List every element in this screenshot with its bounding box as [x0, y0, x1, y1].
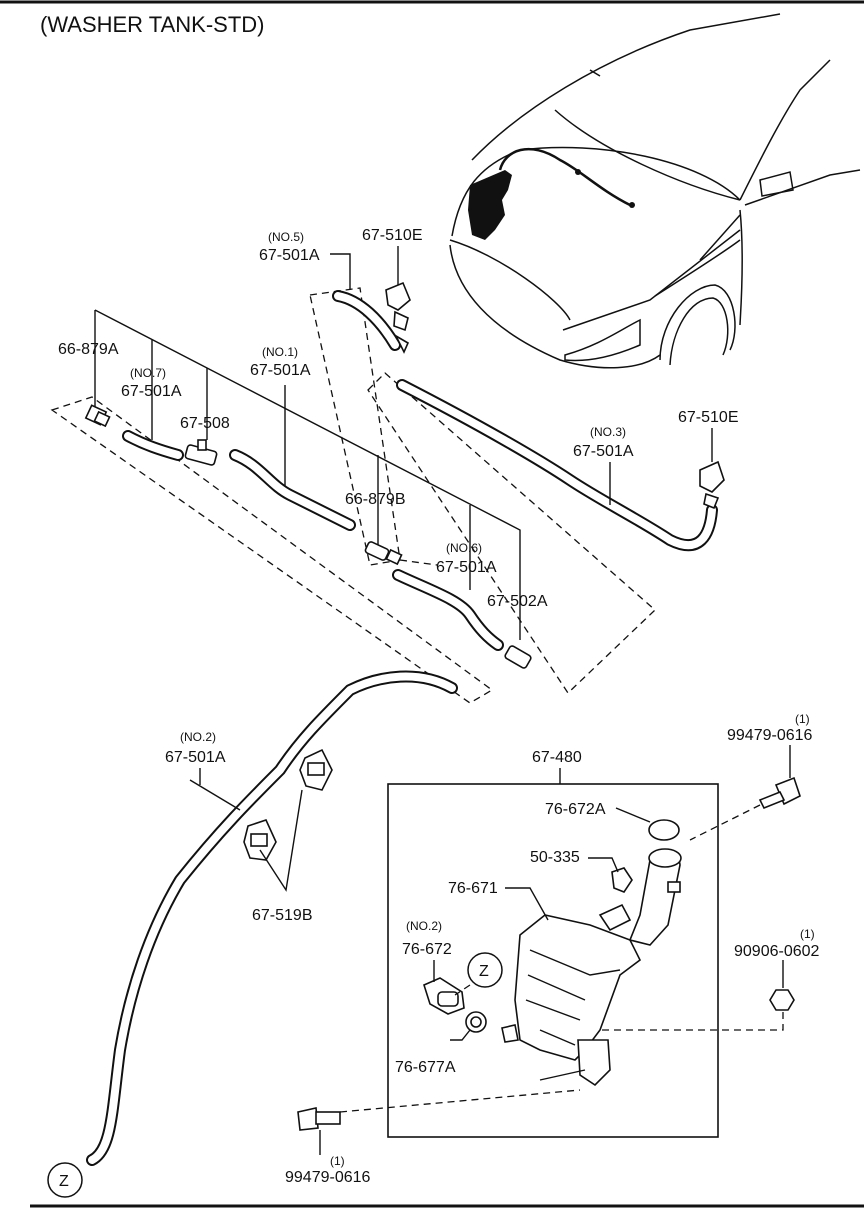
label-no5: (NO.5)	[268, 230, 304, 244]
nut	[769, 989, 795, 1011]
label-76-671: 76-671	[448, 880, 498, 897]
car-illustration	[449, 13, 861, 369]
label-67-501A-no1: 67-501A	[250, 362, 311, 379]
tank-assembly-frame	[387, 783, 719, 1138]
label-99479-0616-bottom: 99479-0616	[285, 1169, 371, 1186]
label-67-501A-no3: 67-501A	[573, 443, 634, 460]
label-67-502A: 67-502A	[487, 593, 548, 610]
label-76-672A: 76-672A	[545, 801, 606, 818]
label-67-508: 67-508	[180, 415, 230, 432]
label-66-879B: 66-879B	[345, 491, 406, 508]
label-no1: (NO.1)	[262, 345, 298, 359]
label-67-501A-no5: 67-501A	[259, 247, 320, 264]
label-no3: (NO.3)	[590, 425, 626, 439]
bolt-bottom	[297, 1107, 341, 1131]
label-67-501A-no7: 67-501A	[121, 383, 182, 400]
diagram-title: (WASHER TANK-STD)	[40, 12, 264, 37]
label-66-879A: 66-879A	[58, 341, 119, 358]
tank-location-highlight	[468, 170, 512, 240]
connector-66-879B	[364, 541, 403, 566]
label-67-480: 67-480	[532, 749, 582, 766]
bolt-top	[758, 776, 801, 810]
washer-tank	[501, 848, 682, 1087]
washer-nozzle-right	[699, 460, 725, 510]
label-qty-top: (1)	[795, 712, 810, 726]
label-90906-0602: 90906-0602	[734, 943, 820, 960]
connector-67-502A	[504, 645, 532, 669]
label-no6: (NO.6)	[446, 541, 482, 555]
label-67-501A-no2: 67-501A	[165, 749, 226, 766]
reference-z-label-pump: Z	[479, 963, 489, 980]
joint-67-508	[184, 439, 218, 466]
clip-50-335	[611, 867, 633, 893]
label-76-672: 76-672	[402, 941, 452, 958]
connector-66-879A	[84, 404, 111, 428]
washer-nozzle-top	[385, 281, 411, 354]
reference-z-label-hose: Z	[59, 1173, 69, 1190]
label-50-335: 50-335	[530, 849, 580, 866]
washer-tank-cap	[648, 819, 680, 841]
hose-clip-upper	[299, 748, 333, 791]
label-67-501A-no6: 67-501A	[436, 559, 497, 576]
label-no7: (NO.7)	[130, 366, 166, 380]
label-67-519B: 67-519B	[252, 907, 313, 924]
label-qty-bottom: (1)	[330, 1154, 345, 1168]
reference-z-marker-pump	[467, 952, 503, 988]
label-99479-0616-top: 99479-0616	[727, 727, 813, 744]
hose-clip-lower	[243, 819, 277, 861]
label-67-510E-right: 67-510E	[678, 409, 739, 426]
reference-z-marker-hose	[47, 1162, 83, 1198]
label-76-677A: 76-677A	[395, 1059, 456, 1076]
label-67-510E-top: 67-510E	[362, 227, 423, 244]
label-qty-mid: (1)	[800, 927, 815, 941]
label-no2-hose: (NO.2)	[180, 730, 216, 744]
label-no2-pump: (NO.2)	[406, 919, 442, 933]
washer-pump	[423, 977, 465, 1015]
